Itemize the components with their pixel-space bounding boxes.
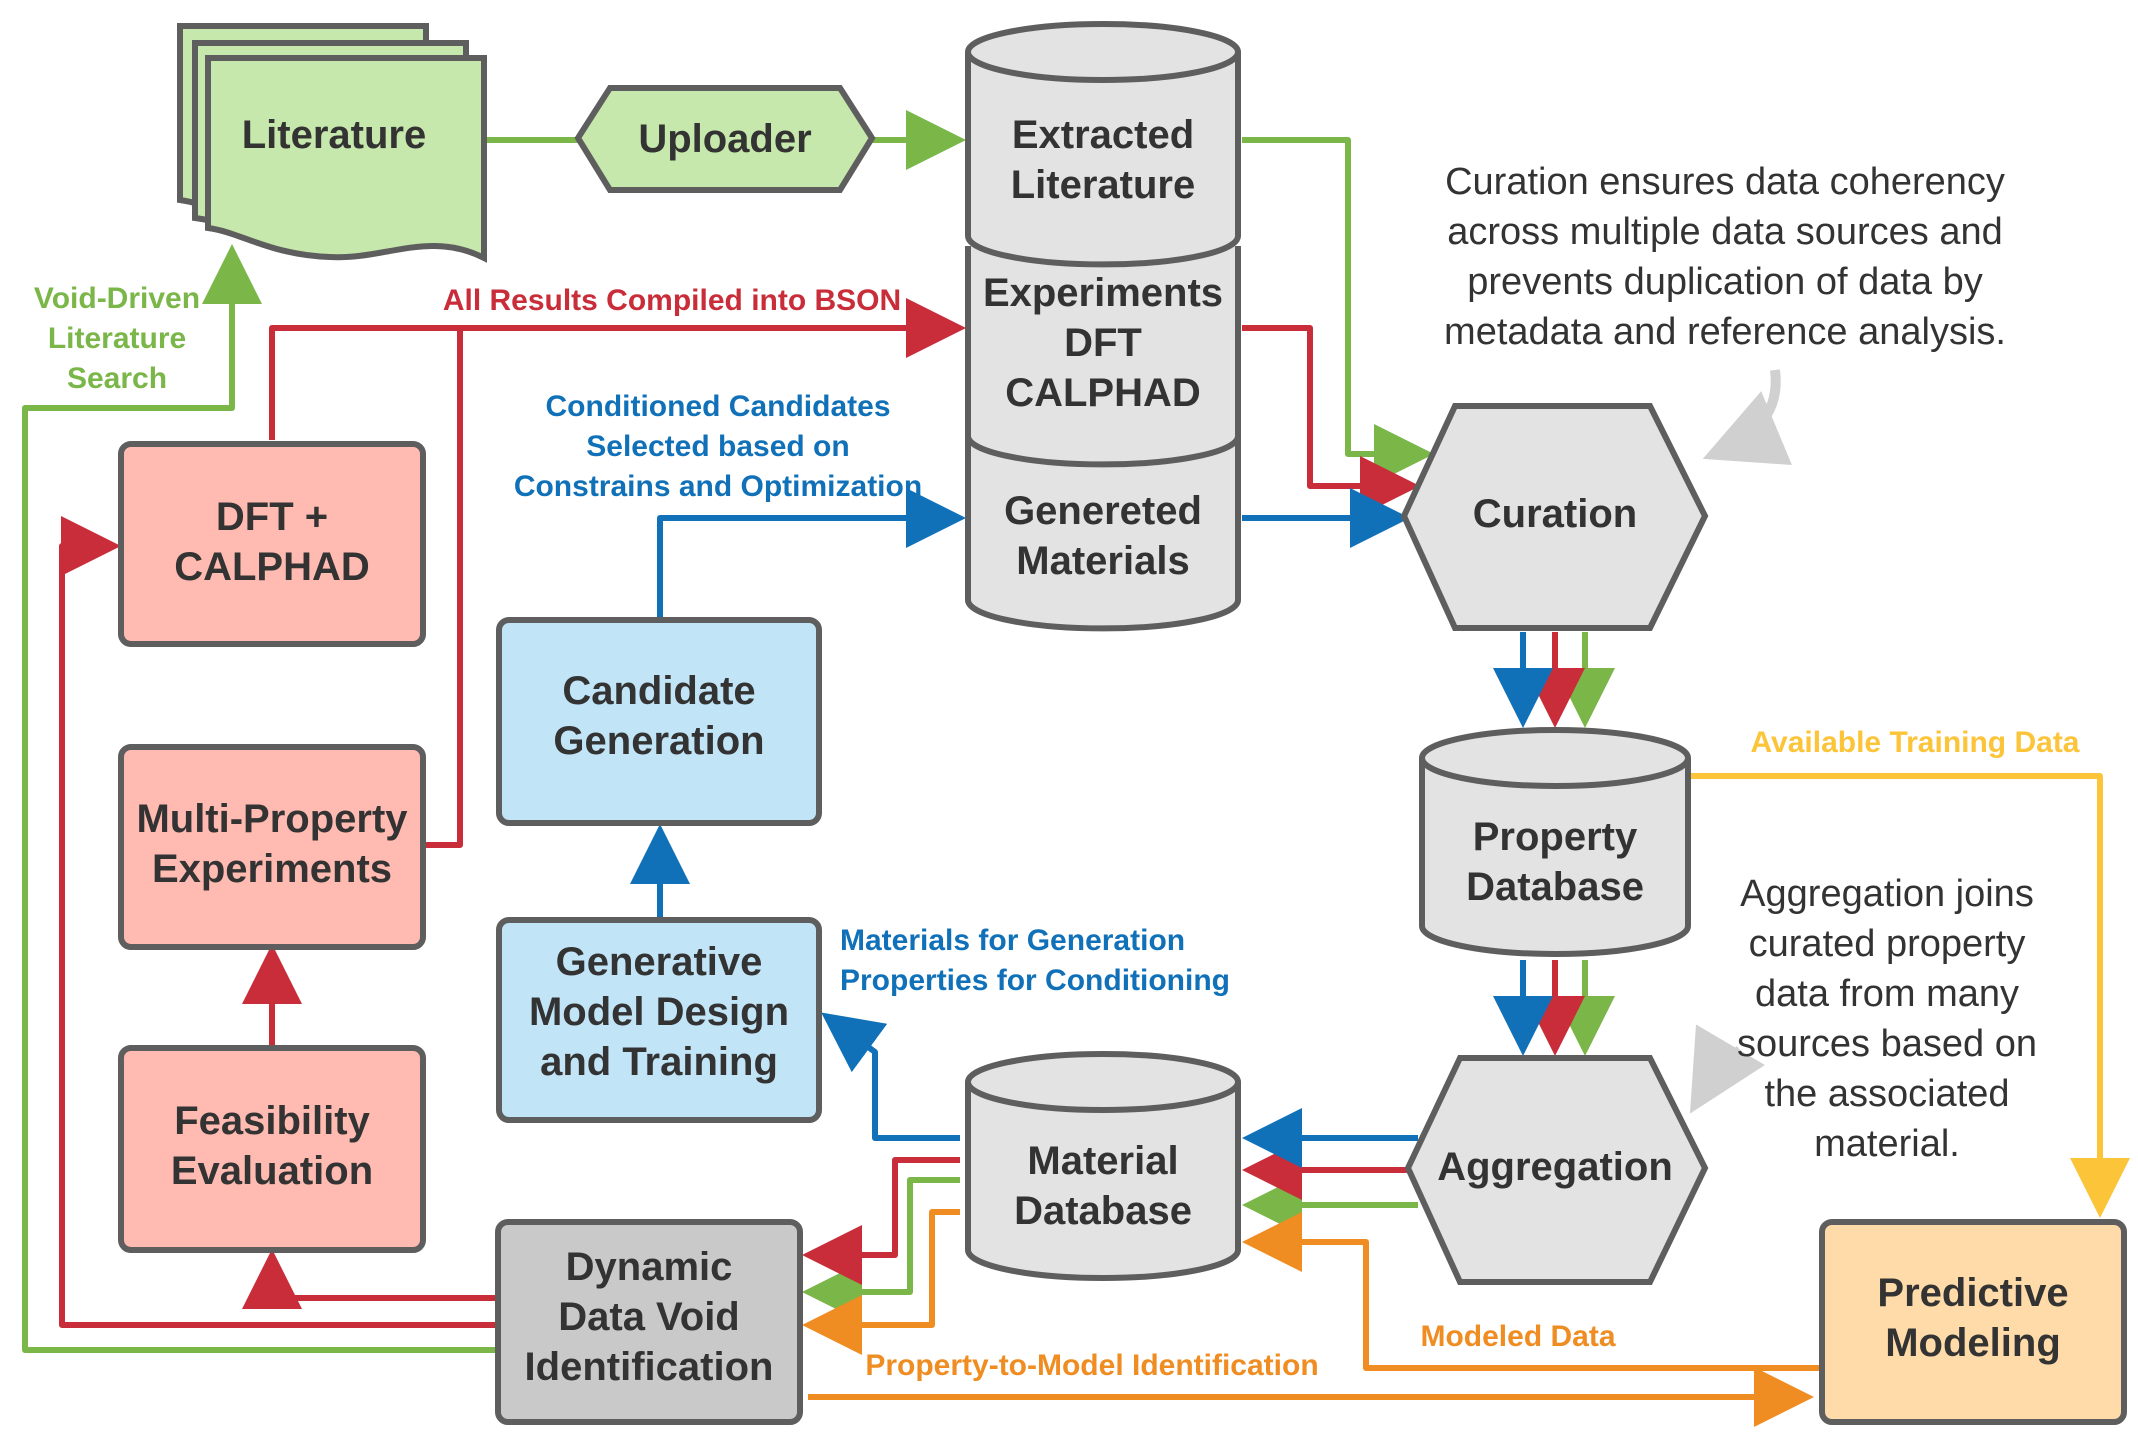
aggregation-note-line-1: Aggregation joins [1740,873,2034,915]
feasibility-label-2: Evaluation [171,1149,373,1193]
candidate-generation-node: Candidate Generation [496,617,822,826]
predictive-modeling-node: Predictive Modeling [1819,1219,2127,1425]
conditioned-label-3: Constrains and Optimization [514,470,922,503]
materials-generation-label-2: Properties for Conditioning [840,964,1230,997]
uploader-label: Uploader [638,117,811,161]
material-database-label-2: Database [1014,1189,1192,1233]
curation-note-line-2: across multiple data sources and [1447,211,2003,253]
all-results-label: All Results Compiled into BSON [443,284,901,317]
candidate-label-1: Candidate [562,669,755,713]
aggregation-note-line-4: sources based on [1737,1023,2037,1065]
dft-label-1: DFT + [216,495,328,539]
edge-material-void-orange [802,1209,960,1355]
conditioned-label-1: Conditioned Candidates [546,390,891,423]
available-training-label: Available Training Data [1751,726,2080,759]
material-database-label-1: Material [1027,1139,1178,1183]
curation-note: Curation ensures data coherency across m… [1444,161,2006,353]
curation-note-pointer [1702,369,1793,465]
conditioned-label-2: Selected based on [586,430,849,463]
data-void-node: Dynamic Data Void Identification [495,1219,803,1425]
void-driven-label-1: Void-Driven [34,282,200,315]
feasibility-node: Feasibility Evaluation [118,1045,426,1253]
curation-node: Curation [1400,403,1709,631]
experiments-label-3: CALPHAD [1005,371,1201,415]
curation-note-line-4: metadata and reference analysis. [1444,311,2006,353]
multi-property-node: Multi-Property Experiments [118,744,426,950]
generative-model-node: Generative Model Design and Training [496,917,822,1123]
edge-experiments-curation [1242,325,1420,516]
extracted-label-1: Extracted [1012,113,1194,157]
multi-property-label-2: Experiments [152,847,392,891]
property-database-label-1: Property [1473,815,1638,859]
aggregation-label: Aggregation [1437,1145,1673,1189]
generated-materials-label-2: Materials [1016,539,1189,583]
data-void-label-3: Identification [525,1345,774,1389]
curation-note-line-1: Curation ensures data coherency [1445,161,2005,203]
edge-experiments-bson [425,328,463,848]
predictive-label-2: Modeling [1885,1321,2061,1365]
curation-note-line-3: prevents duplication of data by [1467,261,1982,303]
aggregation-note: Aggregation joins curated property data … [1737,873,2037,1165]
extracted-label-2: Literature [1011,163,1196,207]
multi-property-label-1: Multi-Property [136,797,408,841]
curation-label: Curation [1473,492,1637,536]
edge-predictive-material [1242,1212,1820,1371]
generated-materials-label-1: Genereted [1004,489,1202,533]
modeled-data-label: Modeled Data [1420,1320,1615,1353]
void-driven-label-2: Literature [48,322,186,355]
property-to-model-label: Property-to-Model Identification [865,1349,1318,1382]
aggregation-note-pointer [1689,1024,1765,1114]
property-database-label-2: Database [1466,865,1644,909]
aggregation-note-line-2: curated property [1749,923,2026,965]
dft-calphad-node: DFT + CALPHAD [118,441,426,647]
edge-property-predictive [1690,773,2130,1218]
experiments-cylinder: Experiments DFT CALPHAD [965,246,1241,468]
predictive-label-1: Predictive [1877,1271,2068,1315]
experiments-label-1: Experiments [983,271,1223,315]
dft-label-2: CALPHAD [174,545,370,589]
uploader-node: Uploader [574,85,876,193]
aggregation-note-line-6: material. [1814,1123,1960,1165]
edge-material-generative [821,1012,960,1141]
edge-material-void-green [802,1177,960,1322]
candidate-label-2: Generation [553,719,764,763]
edge-void-dft [59,516,495,1328]
aggregation-node: Aggregation [1404,1055,1709,1285]
property-database-cylinder: Property Database [1419,727,1691,957]
literature-node: Literature [177,23,487,263]
edge-extracted-curation [1242,137,1434,484]
aggregation-note-line-3: data from many [1755,973,2019,1015]
generated-materials-cylinder: Genereted Materials [965,436,1241,632]
extracted-literature-cylinder: Extracted Literature [965,21,1241,268]
materials-generation-label-1: Materials for Generation [840,924,1185,957]
edge-dft-bson [269,298,966,440]
edge-void-feasibility [242,1249,495,1309]
feasibility-label-1: Feasibility [174,1099,370,1143]
data-void-label-2: Data Void [558,1295,740,1339]
edge-material-void-red [802,1157,960,1285]
generative-label-1: Generative [556,940,763,984]
data-void-label-1: Dynamic [566,1245,733,1289]
void-driven-label-3: Search [67,362,167,395]
literature-label: Literature [242,113,427,157]
generative-label-2: Model Design [529,990,789,1034]
edge-void-literature-search [22,244,495,1353]
generative-label-3: and Training [540,1040,778,1084]
aggregation-note-line-5: the associated [1764,1073,2009,1115]
experiments-label-2: DFT [1064,321,1142,365]
edge-candidate-generated [657,488,966,618]
material-database-cylinder: Material Database [965,1051,1241,1281]
